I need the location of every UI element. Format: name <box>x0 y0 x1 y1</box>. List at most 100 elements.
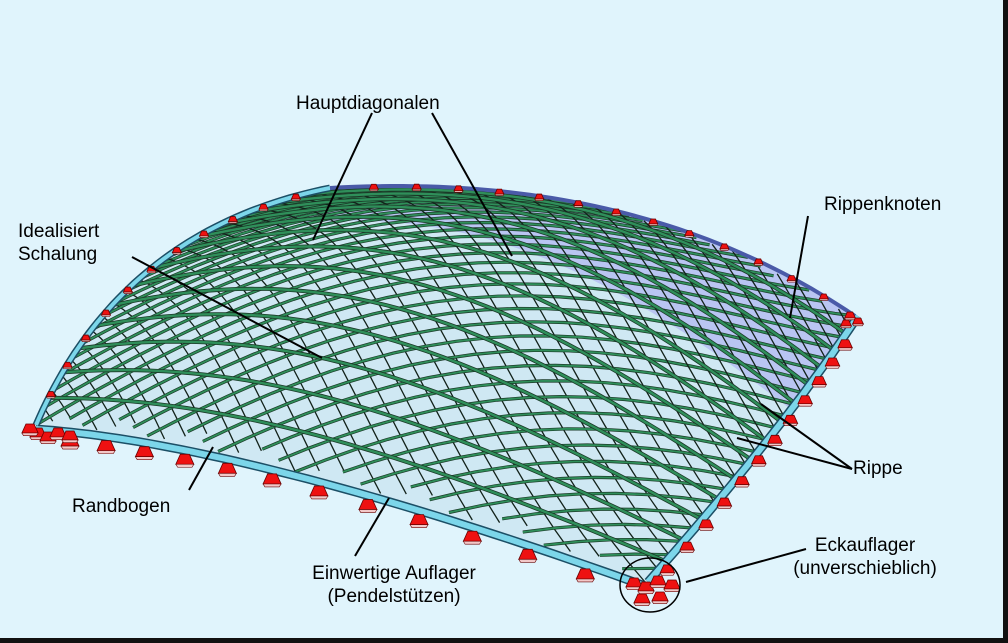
support-pendelstuetze <box>751 455 767 467</box>
support-pendelstuetze <box>716 497 733 509</box>
rib-grid <box>35 184 856 583</box>
support-pendelstuetze <box>811 376 828 388</box>
rib-diagonal-fill <box>217 364 793 453</box>
support-pendelstuetze <box>290 193 301 201</box>
support-pendelstuetze <box>62 361 73 370</box>
rib-cross <box>113 302 208 434</box>
support-pendelstuetze <box>663 579 681 593</box>
leader-einwertige-auflager <box>354 497 390 557</box>
rib-main-fill <box>195 215 795 404</box>
leader-rippe-b <box>736 437 853 470</box>
support-pendelstuetze <box>368 183 379 192</box>
rib-cross <box>776 273 827 360</box>
support-pendelstuetze <box>175 453 195 468</box>
support-pendelstuetze <box>134 446 155 460</box>
support-pendelstuetze <box>633 593 651 607</box>
support-pendelstuetze <box>453 185 464 193</box>
support-pendelstuetze <box>824 357 841 369</box>
rib-main-fill <box>220 205 808 386</box>
support-pendelstuetze <box>45 391 56 399</box>
label-einwertige-line1: Einwertige Auflager <box>312 563 476 584</box>
support-pendelstuetze <box>262 473 282 488</box>
rib-cross <box>80 343 136 424</box>
leader-eckauflager <box>685 548 807 583</box>
label-eckauflager-line1: Eckauflager <box>814 535 916 556</box>
support-pendelstuetze <box>648 218 659 226</box>
support-pendelstuetze <box>494 188 505 196</box>
support-pendelstuetze <box>534 193 545 201</box>
label-eckauflager: Eckauflager (unverschieblich) <box>779 534 951 580</box>
rib-cross <box>257 207 501 523</box>
rib-cross <box>418 186 682 542</box>
rib-cross <box>51 390 71 418</box>
rib-diagonal-fill <box>294 411 766 473</box>
rib-cross <box>691 237 794 405</box>
randbogen-front-fill <box>35 426 647 589</box>
support-pendelstuetze <box>462 530 482 545</box>
support-pendelstuetze <box>21 423 39 437</box>
rib-main-fill <box>111 287 735 480</box>
rib-diagonal-fill <box>60 235 774 376</box>
support-pendelstuetze <box>679 541 695 553</box>
randbogen-right-fill <box>645 314 861 584</box>
leader-lines <box>131 112 853 613</box>
rib-cross <box>643 220 775 428</box>
support-pendelstuetze <box>818 293 829 301</box>
support-pendelstuetze <box>573 200 584 208</box>
support-pendelstuetze <box>575 568 595 583</box>
rib-diagonal-fill <box>342 427 756 473</box>
rib-main-fill <box>77 340 701 520</box>
rib-diagonal-fill <box>502 508 704 520</box>
rib-diagonal-fill <box>360 444 746 485</box>
label-idealisiert-line1: Idealisiert <box>18 221 100 242</box>
leader-rippenknoten <box>789 215 809 319</box>
support-pendelstuetze <box>96 440 116 454</box>
support-pendelstuetze <box>734 476 750 488</box>
support-pendelstuetze <box>171 247 182 255</box>
support-pendelstuetze <box>122 286 133 294</box>
rib-main-fill <box>172 228 781 422</box>
support-pendelstuetze <box>409 514 429 528</box>
rib-diagonal-fill <box>82 282 842 427</box>
support-pendelstuetze <box>358 499 378 513</box>
rib-main-fill <box>94 312 718 500</box>
support-pendelstuetze <box>719 243 730 251</box>
support-pendelstuetze <box>611 208 622 216</box>
support-pendelstuetze <box>782 414 799 427</box>
rib-diagonal-fill <box>43 251 823 409</box>
eckauflager-highlight-circle <box>619 557 681 613</box>
support-pendelstuetze <box>146 265 157 274</box>
label-rippe: Rippe <box>853 458 903 479</box>
rib-diagonal-fill <box>113 206 684 305</box>
leader-randbogen <box>188 446 214 491</box>
support-pendelstuetze <box>797 395 813 407</box>
support-pendelstuetze <box>767 434 783 447</box>
rib-diagonal-fill <box>118 294 834 421</box>
support-pendelstuetze <box>309 485 329 500</box>
label-einwertige-line2: (Pendelstützen) <box>327 586 461 607</box>
support-pendelstuetze <box>851 317 865 327</box>
support-pendelstuetze <box>786 275 797 283</box>
rib-main-fill <box>300 188 845 334</box>
rib-main-fill <box>62 368 683 541</box>
rib-cross <box>543 196 736 477</box>
rib-diagonal-fill <box>278 395 775 462</box>
label-hauptdiagonalen: Hauptdiagonalen <box>296 93 440 114</box>
support-pendelstuetze <box>61 430 79 444</box>
label-rippenknoten: Rippenknoten <box>824 194 942 215</box>
rib-diagonal-fill <box>522 523 693 533</box>
support-pendelstuetze <box>698 519 714 531</box>
label-randbogen: Randbogen <box>72 496 171 517</box>
rib-main-fill <box>130 264 751 460</box>
support-pendelstuetze <box>198 230 210 238</box>
support-pendelstuetze <box>227 216 238 224</box>
support-pendelstuetze <box>684 230 695 238</box>
rib-diagonal-fill <box>69 271 849 420</box>
support-pendelstuetze <box>100 309 112 317</box>
rib-diagonal-fill <box>132 307 826 429</box>
support-pendelstuetze <box>837 339 853 351</box>
support-pendelstuetze <box>651 591 669 605</box>
rib-main-fill <box>151 245 766 441</box>
